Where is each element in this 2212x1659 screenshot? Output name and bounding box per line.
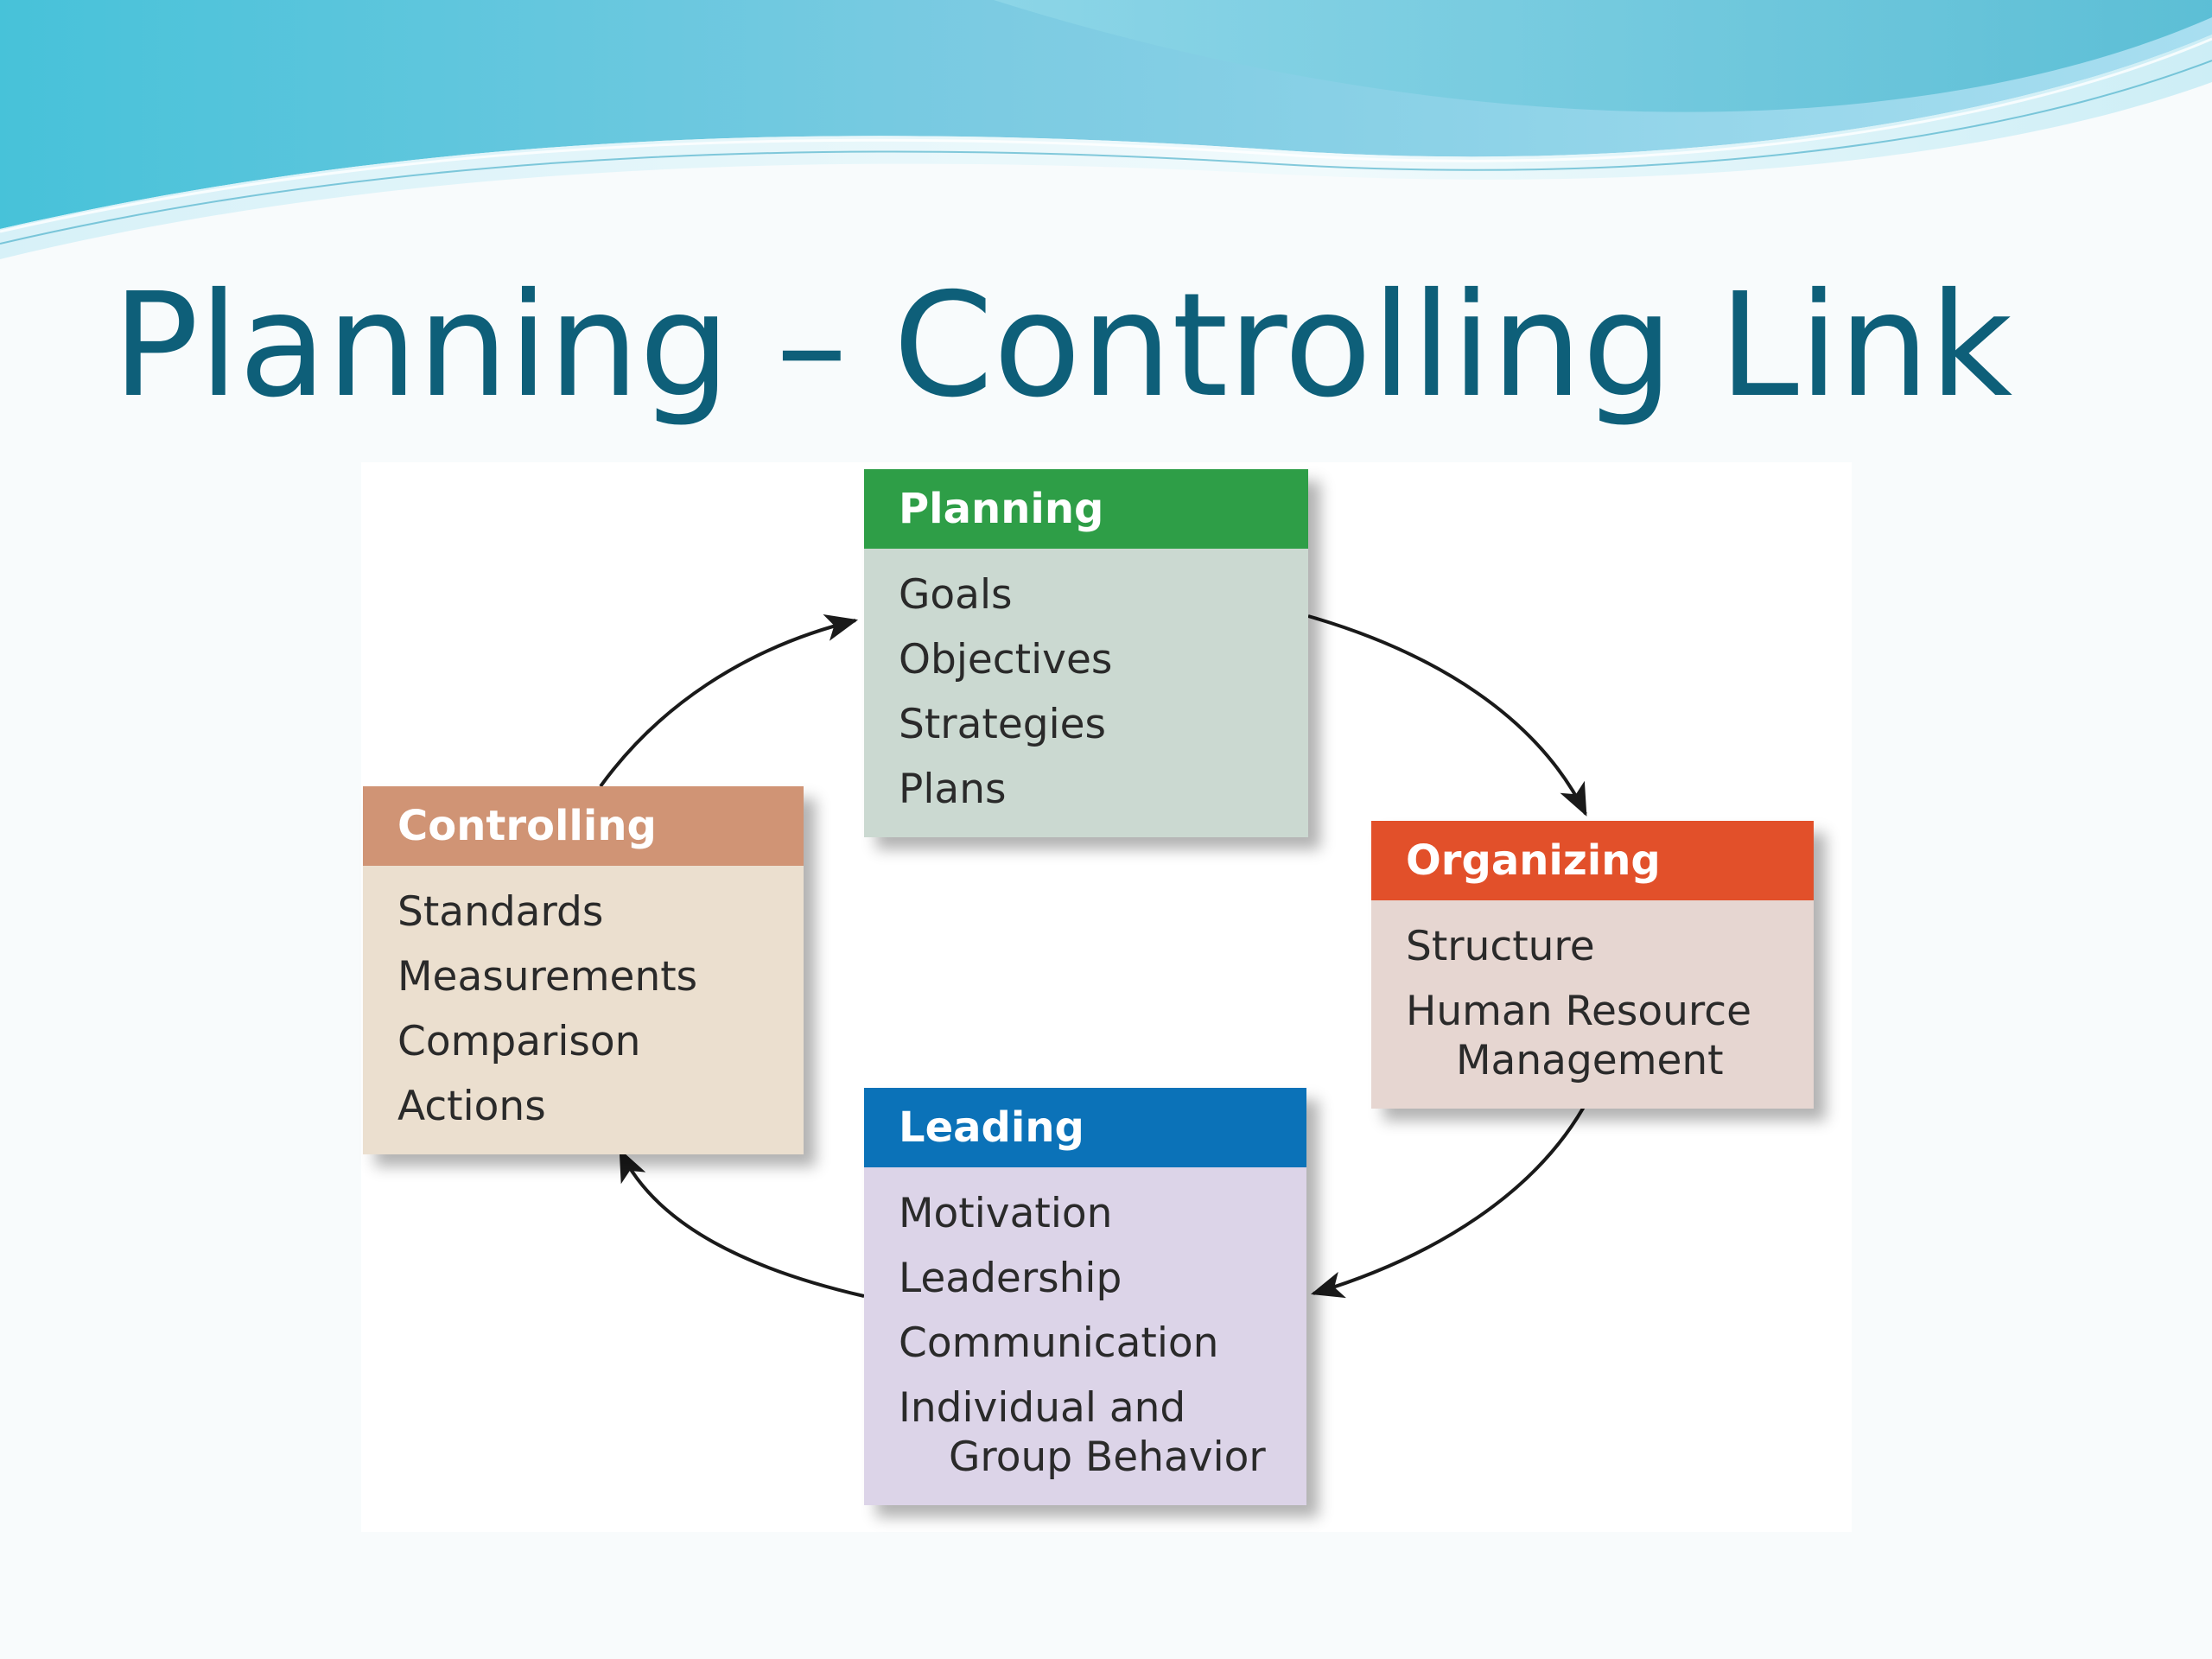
wave-line-1 <box>0 37 2212 233</box>
planning-title: Planning <box>899 485 1104 533</box>
organizing-body: Structure Human Resource Management <box>1371 900 1814 1109</box>
planning-body: Goals Objectives Strategies Plans <box>864 549 1308 837</box>
organizing-item-hrm-line1: Human Resource <box>1406 988 1751 1035</box>
planning-box: Planning Goals Objectives Strategies Pla… <box>864 469 1308 837</box>
leading-title: Leading <box>899 1103 1084 1152</box>
planning-item-plans: Plans <box>899 766 1007 813</box>
organizing-box: Organizing Structure Human Resource Mana… <box>1371 821 1814 1109</box>
organizing-title: Organizing <box>1406 836 1661 885</box>
arrow-controlling-to-planning <box>599 613 859 788</box>
controlling-item-comparison: Comparison <box>397 1018 641 1065</box>
planning-item-objectives: Objectives <box>899 636 1113 683</box>
leading-item-behavior: Individual and Group Behavior <box>899 1376 1289 1490</box>
wave-top-right <box>994 0 2212 112</box>
controlling-box: Controlling Standards Measurements Compa… <box>363 786 804 1154</box>
controlling-header: Controlling <box>363 786 804 866</box>
wave-light-band <box>0 35 2212 259</box>
leading-box: Leading Motivation Leadership Communicat… <box>864 1088 1306 1505</box>
planning-item-goals: Goals <box>899 571 1013 619</box>
planning-header: Planning <box>864 469 1308 549</box>
leading-item-communication: Communication <box>899 1319 1219 1367</box>
controlling-item-measurements: Measurements <box>397 953 698 1001</box>
organizing-item-structure: Structure <box>1406 923 1595 970</box>
leading-header: Leading <box>864 1088 1306 1167</box>
organizing-item-hrm: Human Resource Management <box>1406 979 1796 1093</box>
controlling-item-standards: Standards <box>397 888 604 936</box>
arrow-leading-to-controlling <box>619 1148 865 1298</box>
leading-body: Motivation Leadership Communication Indi… <box>864 1167 1306 1505</box>
controlling-body: Standards Measurements Comparison Action… <box>363 866 804 1154</box>
slide-title: Planning – Controlling Link <box>112 263 2013 429</box>
leading-item-motivation: Motivation <box>899 1190 1113 1237</box>
wave-line-2 <box>0 60 2212 245</box>
leading-item-behavior-line1: Individual and <box>899 1384 1186 1432</box>
planning-item-strategies: Strategies <box>899 701 1107 748</box>
organizing-header: Organizing <box>1371 821 1814 900</box>
controlling-title: Controlling <box>397 802 657 850</box>
controlling-item-actions: Actions <box>397 1083 546 1130</box>
leading-item-leadership: Leadership <box>899 1255 1122 1302</box>
leading-item-behavior-line2: Group Behavior <box>949 1433 1266 1481</box>
header-wave-decoration <box>0 0 2212 259</box>
arrow-planning-to-organizing <box>1307 614 1587 817</box>
arrow-organizing-to-leading <box>1310 1098 1590 1299</box>
organizing-item-hrm-line2: Management <box>1456 1037 1724 1084</box>
